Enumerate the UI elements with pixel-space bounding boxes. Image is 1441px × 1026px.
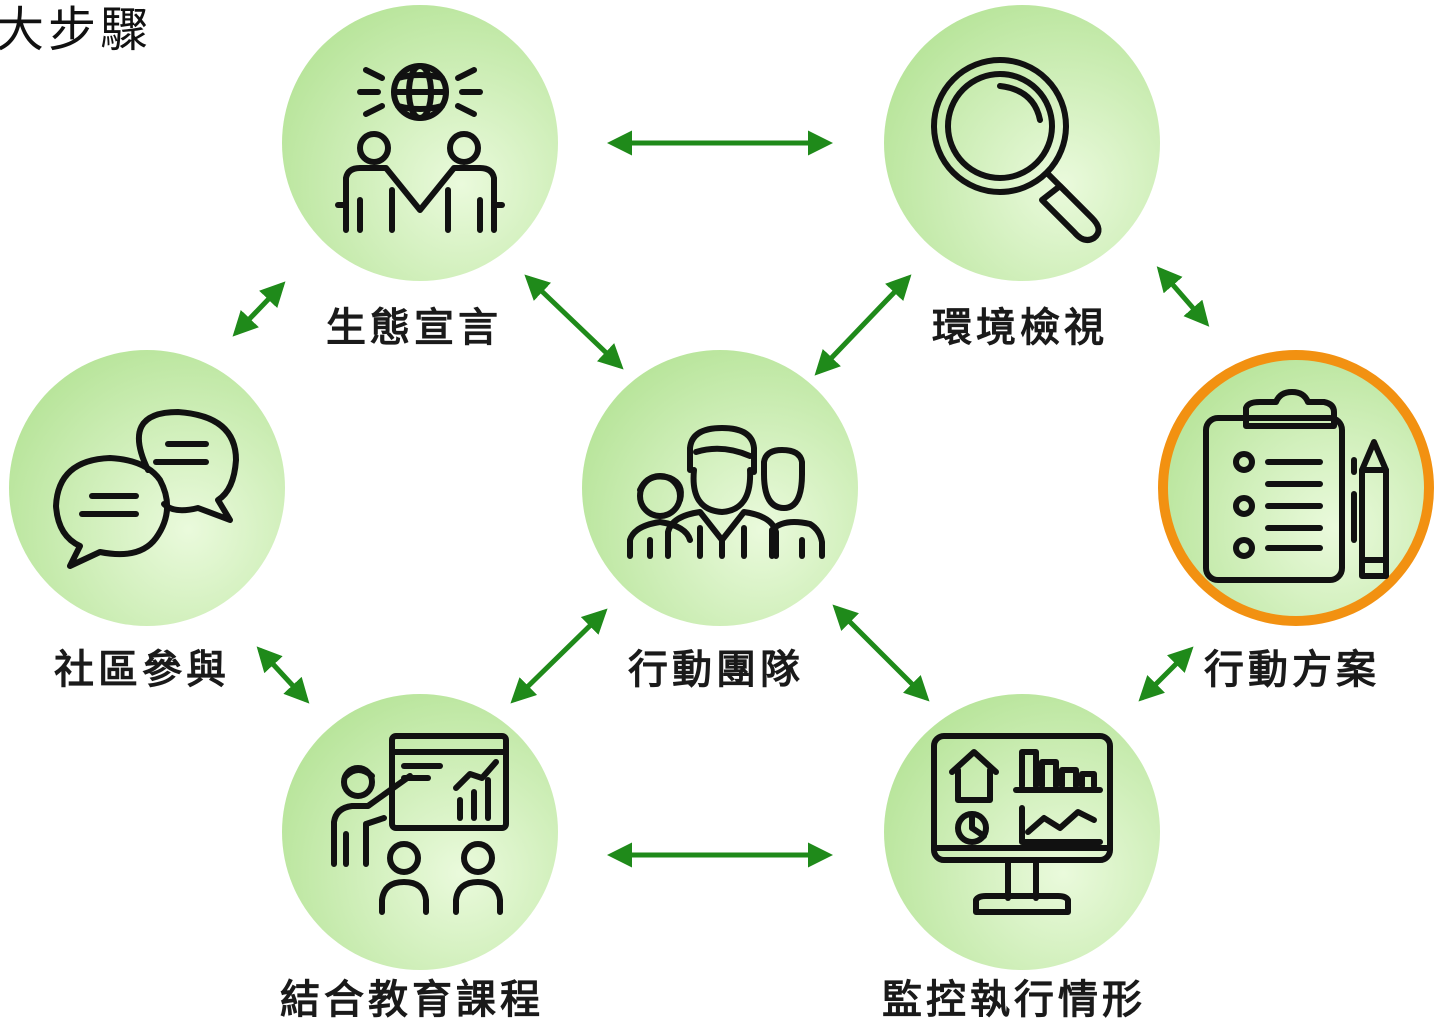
label-action-team: 行動團隊 [628,647,804,693]
arrow-review-plan [1156,266,1210,327]
label-monitoring: 監控執行情形 [882,977,1146,1023]
label-curriculum: 結合教育課程 [280,977,544,1023]
node-circle-eco-declaration [282,5,558,281]
magnifier-icon [931,57,1102,243]
label-action-plan: 行動方案 [1204,647,1380,693]
arrow-team-monitoring [832,604,930,702]
chat-bubbles-icon [53,409,239,569]
arrow-declaration-community [232,281,286,337]
presentation-icon [331,733,509,915]
arrow-declaration-team [524,274,624,370]
arrow-review-team [814,274,912,376]
arrow-community-curriculum [256,646,310,704]
team-icon [627,425,825,559]
node-circle-action-team [582,350,858,626]
arrow-team-curriculum [510,608,608,704]
clipboard-checklist-icon [1203,389,1389,583]
monitor-dashboard-icon [931,733,1113,915]
corner-title: 大步驟 [0,2,153,58]
label-community: 社區參與 [54,647,230,693]
node-circle-env-review [884,5,1160,281]
handshake-globe-icon [335,63,505,233]
node-circle-curriculum [282,694,558,970]
label-env-review: 環境檢視 [932,305,1108,351]
label-eco-declaration: 生態宣言 [326,305,502,351]
node-circle-community [9,350,285,626]
arrow-monitoring-plan [1138,646,1194,702]
